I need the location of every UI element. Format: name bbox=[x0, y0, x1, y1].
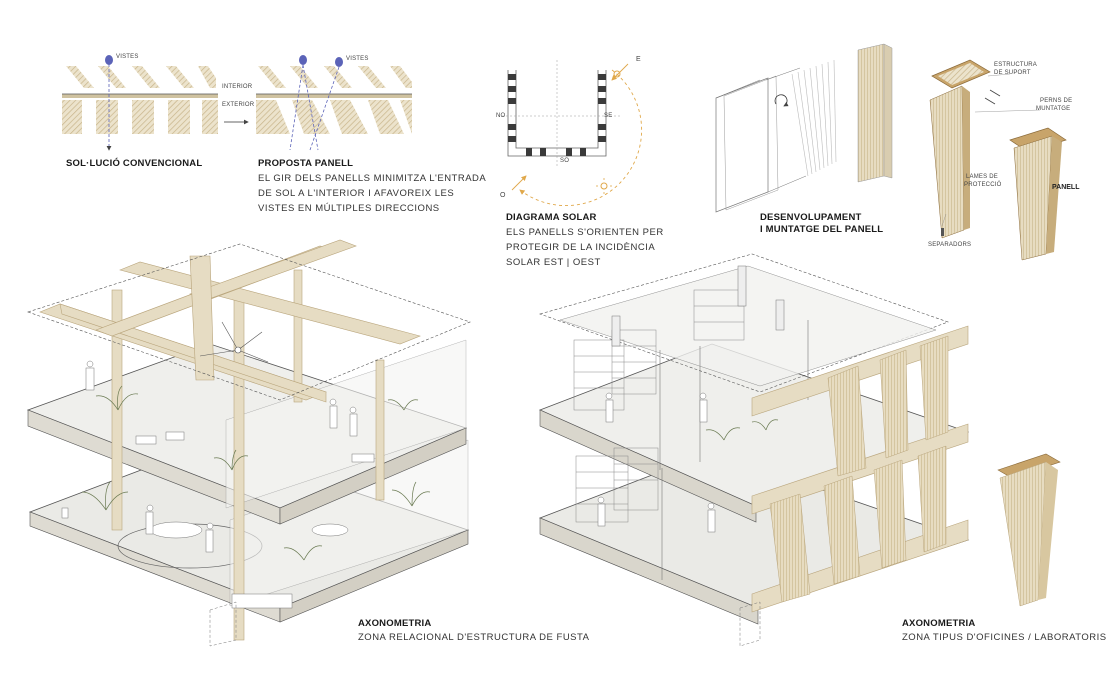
protection-slats-label-1: LAMES DE bbox=[966, 174, 998, 180]
sun-path-arc bbox=[519, 69, 643, 207]
east-label: E bbox=[636, 56, 641, 63]
panel-proposal-line-1: EL GIR DELS PANELLS MINIMITZA L'ENTRADA bbox=[258, 173, 487, 184]
lab-shelving bbox=[573, 289, 745, 523]
sun-icon bbox=[596, 70, 621, 194]
panel-proposal-title: PROPOSTA PANELL bbox=[258, 158, 354, 169]
eye-viewpoint-icon bbox=[335, 57, 343, 67]
eye-viewpoint-icon bbox=[105, 55, 113, 65]
axonometry-left bbox=[26, 239, 471, 647]
detached-panel bbox=[997, 453, 1061, 607]
solar-line-2: PROTEGIR DE LA INCIDÈNCIA bbox=[506, 242, 656, 253]
plant-icon bbox=[705, 419, 779, 441]
views-label: VISTES bbox=[346, 56, 369, 62]
panel-label: PANELL bbox=[1052, 184, 1080, 191]
axonometry-right bbox=[538, 253, 1061, 647]
southwest-label: SO bbox=[560, 158, 570, 164]
spacers-label: SEPARADORS bbox=[928, 242, 972, 248]
ceiling-fan-icon bbox=[199, 321, 269, 363]
assembled-panel bbox=[1013, 135, 1053, 261]
interior-label: INTERIOR bbox=[222, 84, 253, 90]
protection-slats bbox=[929, 85, 965, 239]
rotated-bottom-panels bbox=[256, 100, 412, 134]
support-structure-label-1: ESTRUCTURA bbox=[994, 62, 1038, 68]
solar-diagram-title: DIAGRAMA SOLAR bbox=[506, 212, 597, 223]
solar-line-3: SOLAR EST | OEST bbox=[506, 257, 601, 268]
interior-partitions bbox=[659, 320, 809, 580]
solar-panel-bands bbox=[508, 74, 606, 156]
top-louvers bbox=[66, 66, 216, 88]
furniture bbox=[61, 431, 375, 609]
axonometry-left-title: AXONOMETRIA bbox=[358, 618, 432, 629]
facade-wall bbox=[62, 94, 218, 98]
panel-development-drawing bbox=[715, 43, 893, 213]
mounting-bolts-label-2: MUNTATGE bbox=[1036, 106, 1071, 112]
northwest-label: NO bbox=[496, 113, 506, 119]
panel-proposal-line-3: VISTES EN MÚLTIPLES DIRECCIONS bbox=[258, 203, 440, 214]
development-title-line-1: DESENVOLUPAMENT bbox=[760, 212, 862, 223]
plant-icon bbox=[81, 385, 431, 561]
support-structure-label-2: DE SUPORT bbox=[994, 70, 1031, 76]
panel-exploded-view bbox=[929, 59, 1067, 261]
southeast-label: SE bbox=[604, 113, 613, 119]
conventional-solution-diagram bbox=[62, 55, 218, 151]
views-label: VISTES bbox=[116, 54, 139, 60]
west-label: O bbox=[500, 192, 506, 199]
panel-proposal-line-2: DE SOL A L'INTERIOR I AFAVOREIX LES bbox=[258, 188, 455, 199]
timber-beams bbox=[39, 239, 421, 403]
axonometry-left-subtitle: ZONA RELACIONAL D'ESTRUCTURA DE FUSTA bbox=[358, 632, 590, 643]
solar-diagram bbox=[498, 60, 643, 207]
panel-proposal-diagram bbox=[256, 55, 412, 151]
protection-slats-label-2: PROTECCIÓ bbox=[964, 182, 1002, 188]
top-louvers bbox=[258, 66, 412, 88]
conventional-solution-title: SOL·LUCIÓ CONVENCIONAL bbox=[66, 158, 203, 169]
bottom-louvers bbox=[62, 100, 218, 134]
axonometry-right-title: AXONOMETRIA bbox=[902, 618, 976, 629]
exhaust-pipes bbox=[611, 265, 785, 347]
axonometry-right-subtitle: ZONA TIPUS D'OFICINES / LABORATORIS bbox=[902, 632, 1107, 643]
exterior-label: EXTERIOR bbox=[222, 102, 255, 108]
mounting-bolts-label-1: PERNS DE bbox=[1040, 98, 1073, 104]
development-title-line-2: I MUNTATGE DEL PANELL bbox=[760, 224, 884, 235]
eye-viewpoint-icon bbox=[299, 55, 307, 65]
solar-line-1: ELS PANELLS S'ORIENTEN PER bbox=[506, 227, 664, 238]
person-icon bbox=[85, 360, 358, 553]
person-icon bbox=[597, 392, 716, 533]
timber-facade-panels bbox=[751, 325, 969, 613]
